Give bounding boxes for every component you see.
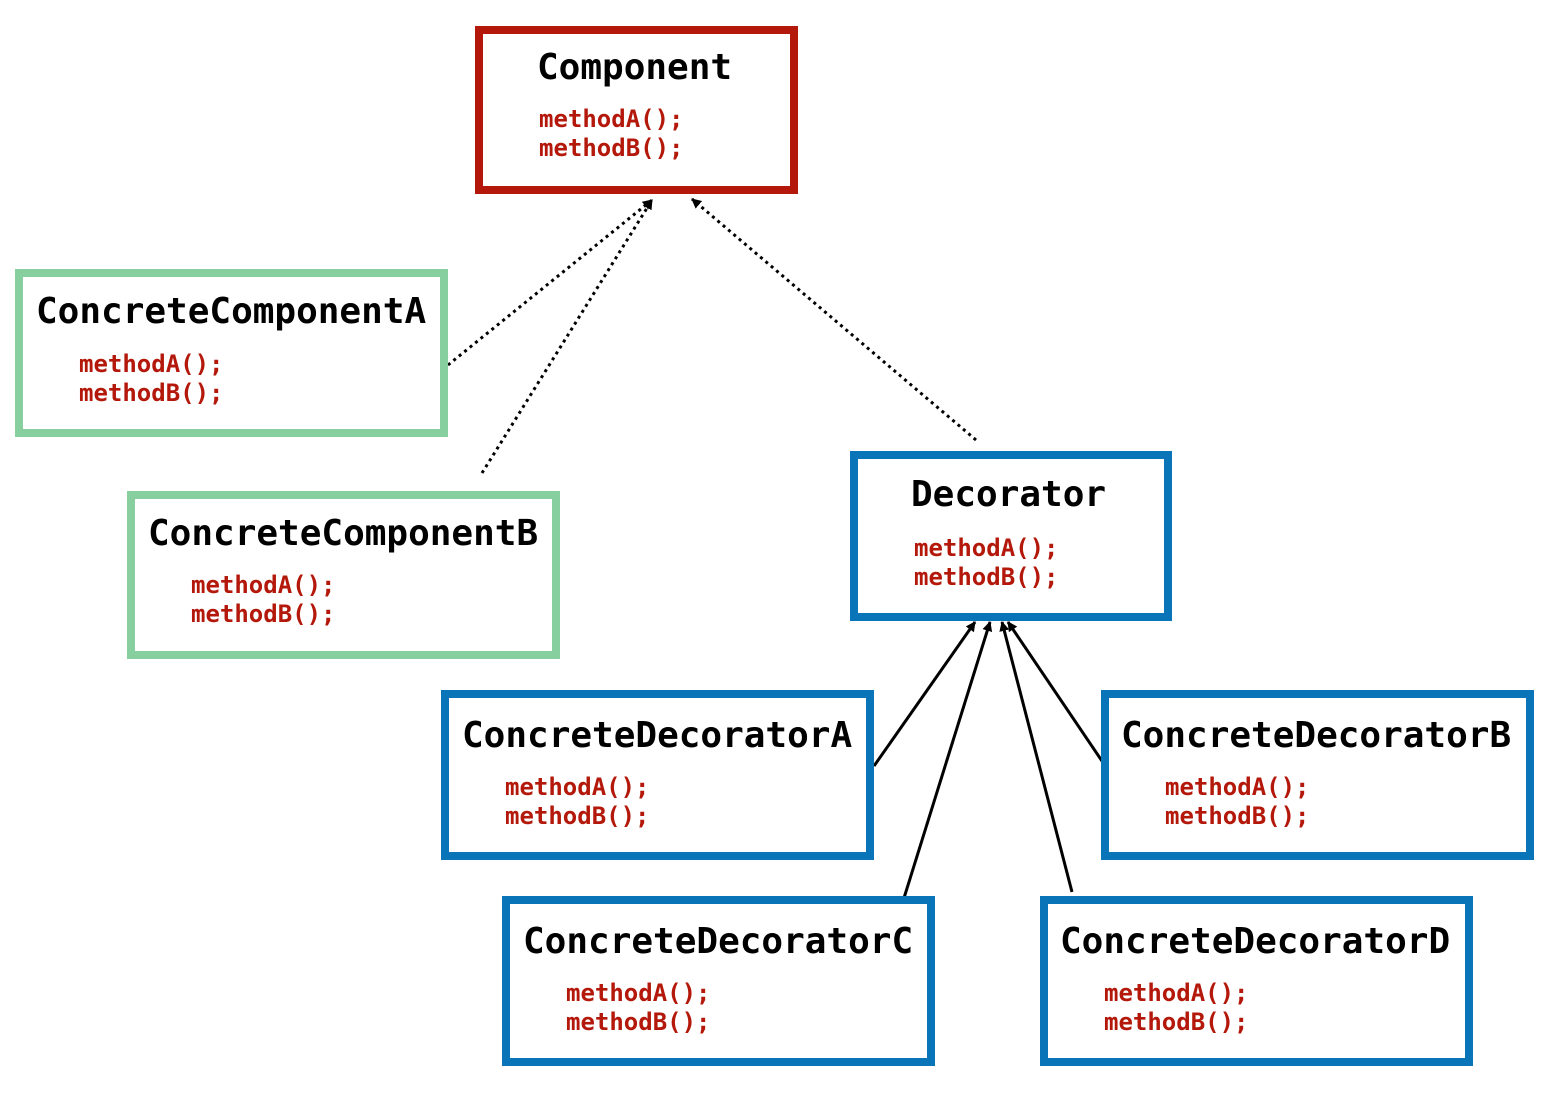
concrete-decorator-a-class-box[interactable]: ConcreteDecoratorA methodA(); methodB(); [441,690,874,860]
concrete-decorator-c-class-name: ConcreteDecoratorC [523,921,914,962]
concrete-decorator-a-method-a: methodA(); [505,773,650,801]
concrete-decorator-d-method-list: methodA(); methodB(); [1104,979,1249,1037]
concrete-component-a-class-name: ConcreteComponentA [36,291,427,332]
edge-concrete-decorator-b-to-decorator [1006,621,1106,765]
decorator-method-a: methodA(); [914,534,1059,562]
concrete-decorator-a-method-b: methodB(); [505,802,650,830]
concrete-decorator-b-method-a: methodA(); [1165,773,1310,801]
concrete-decorator-b-method-b: methodB(); [1165,802,1310,830]
concrete-decorator-b-class-name: ConcreteDecoratorB [1121,715,1512,756]
concrete-component-a-method-b: methodB(); [79,379,224,407]
concrete-component-b-class-name: ConcreteComponentB [148,513,539,554]
component-class-name: Component [537,47,733,88]
concrete-decorator-a-class-name: ConcreteDecoratorA [462,715,853,756]
decorator-method-list: methodA(); methodB(); [914,534,1059,592]
edge-concrete-decorator-a-to-decorator [872,621,977,767]
concrete-component-b-class-box[interactable]: ConcreteComponentB methodA(); methodB(); [127,491,560,659]
decorator-class-name: Decorator [911,474,1107,515]
concrete-decorator-c-method-a: methodA(); [566,979,711,1007]
edge-concrete-decorator-c-to-decorator [902,621,993,899]
concrete-decorator-b-class-box[interactable]: ConcreteDecoratorB methodA(); methodB(); [1101,690,1534,860]
concrete-component-a-method-list: methodA(); methodB(); [79,350,224,408]
concrete-decorator-c-class-box[interactable]: ConcreteDecoratorC methodA(); methodB(); [502,896,935,1066]
concrete-decorator-d-method-a: methodA(); [1104,979,1249,1007]
decorator-class-box[interactable]: Decorator methodA(); methodB(); [850,451,1172,621]
concrete-decorator-b-method-list: methodA(); methodB(); [1165,773,1310,831]
concrete-decorator-c-method-b: methodB(); [566,1008,711,1036]
edge-decorator-to-component [691,197,977,442]
concrete-component-a-method-a: methodA(); [79,350,224,378]
component-class-box[interactable]: Component methodA(); methodB(); [475,26,798,194]
decorator-method-b: methodB(); [914,563,1059,591]
concrete-component-b-method-b: methodB(); [191,600,336,628]
edge-concrete-decorator-d-to-decorator [999,621,1074,893]
edge-concrete-component-b-to-component [480,199,654,474]
component-method-list: methodA(); methodB(); [539,105,684,163]
concrete-component-b-method-a: methodA(); [191,571,336,599]
concrete-component-a-class-box[interactable]: ConcreteComponentA methodA(); methodB(); [15,269,448,437]
concrete-decorator-a-method-list: methodA(); methodB(); [505,773,650,831]
edge-concrete-component-a-to-component [447,198,653,367]
concrete-component-b-method-list: methodA(); methodB(); [191,571,336,629]
concrete-decorator-c-method-list: methodA(); methodB(); [566,979,711,1037]
concrete-decorator-d-method-b: methodB(); [1104,1008,1249,1036]
component-method-a: methodA(); [539,105,684,133]
component-method-b: methodB(); [539,134,684,162]
concrete-decorator-d-class-box[interactable]: ConcreteDecoratorD methodA(); methodB(); [1040,896,1473,1066]
concrete-decorator-d-class-name: ConcreteDecoratorD [1060,921,1451,962]
